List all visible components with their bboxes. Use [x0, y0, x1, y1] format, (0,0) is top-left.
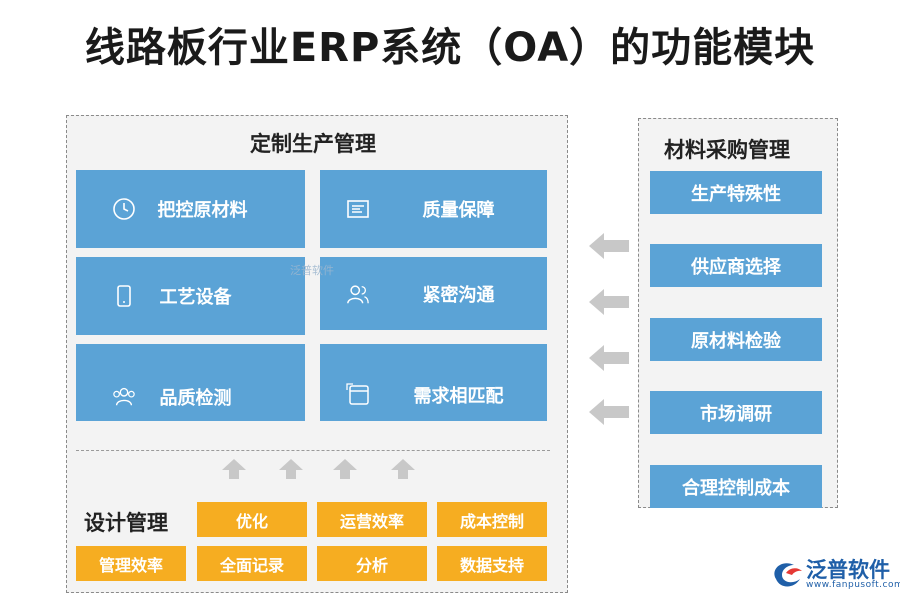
up-arrow-icon	[279, 459, 303, 479]
left-arrow-icon	[589, 289, 629, 315]
document-icon	[346, 197, 370, 221]
box-raw-material-control: 把控原材料	[76, 170, 305, 248]
box-quality-assurance: 质量保障	[320, 170, 547, 248]
window-icon	[346, 382, 370, 406]
brand-url: www.fanpusoft.com	[806, 580, 900, 590]
box-close-communication: 紧密沟通	[320, 257, 547, 330]
group-icon	[112, 384, 136, 408]
person-icon	[346, 282, 370, 306]
up-arrow-icon	[391, 459, 415, 479]
design-item: 全面记录	[197, 546, 307, 581]
up-arrow-icon	[333, 459, 357, 479]
box-label: 工艺设备	[159, 287, 232, 308]
watermark: 泛普软件	[290, 264, 334, 277]
page-title: 线路板行业ERP系统（OA）的功能模块	[84, 25, 816, 71]
procurement-item: 原材料检验	[650, 318, 822, 361]
design-item: 数据支持	[437, 546, 547, 581]
phone-icon	[112, 284, 136, 308]
design-item: 成本控制	[437, 502, 547, 537]
design-item: 管理效率	[76, 546, 186, 581]
brand-name: 泛普软件	[806, 558, 890, 582]
box-label: 品质检测	[159, 388, 232, 409]
left-arrow-icon	[589, 399, 629, 425]
box-process-equipment: 工艺设备	[76, 257, 305, 335]
brand-logo-icon	[774, 563, 802, 587]
box-label: 把控原材料	[157, 200, 248, 221]
clock-icon	[112, 197, 136, 221]
box-label: 质量保障	[422, 200, 495, 221]
procurement-item: 生产特殊性	[650, 171, 822, 214]
box-demand-matching: 需求相匹配	[320, 344, 547, 421]
box-label: 紧密沟通	[422, 284, 495, 306]
production-heading: 定制生产管理	[250, 131, 376, 156]
procurement-item: 供应商选择	[650, 244, 822, 287]
divider	[76, 450, 550, 451]
up-arrow-icon	[222, 459, 246, 479]
design-item: 优化	[197, 502, 307, 537]
procurement-heading: 材料采购管理	[664, 137, 790, 162]
procurement-item: 合理控制成本	[650, 465, 822, 508]
left-arrow-icon	[589, 345, 629, 371]
design-item: 运营效率	[317, 502, 427, 537]
box-label: 需求相匹配	[413, 386, 504, 407]
box-quality-inspection: 品质检测	[76, 344, 305, 421]
design-heading: 设计管理	[84, 510, 168, 535]
design-item: 分析	[317, 546, 427, 581]
procurement-item: 市场调研	[650, 391, 822, 434]
left-arrow-icon	[589, 233, 629, 259]
